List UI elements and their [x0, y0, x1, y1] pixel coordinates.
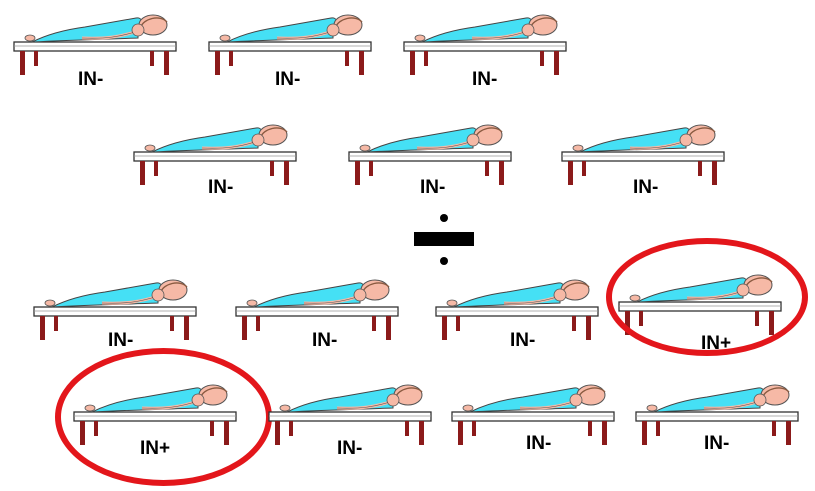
bed-label: IN- [108, 330, 133, 352]
highlight-ellipse [55, 348, 272, 486]
bed-label: IN- [78, 69, 103, 91]
patient-bed: IN- [345, 115, 515, 210]
bed-label: IN- [510, 330, 535, 352]
bed-label: IN- [704, 433, 729, 455]
patient-bed: IN- [10, 5, 180, 100]
highlight-ellipse [606, 238, 808, 356]
patient-bed: IN- [632, 375, 802, 470]
bed-label: IN- [208, 177, 233, 199]
bed-label: IN- [526, 433, 551, 455]
patient-bed: IN- [432, 270, 602, 365]
bed-label: IN- [337, 438, 362, 460]
division-sign-icon [414, 210, 474, 270]
patient-bed: IN- [232, 270, 402, 365]
bed-label: IN- [472, 69, 497, 91]
patient-bed: IN- [205, 5, 375, 100]
bed-label: IN- [420, 177, 445, 199]
patient-bed: IN- [400, 5, 570, 100]
patient-bed: IN- [558, 115, 728, 210]
patient-bed: IN- [448, 375, 618, 470]
bed-label: IN- [312, 330, 337, 352]
patient-bed: IN- [130, 115, 300, 210]
patient-bed: IN- [265, 375, 435, 470]
bed-label: IN- [275, 69, 300, 91]
bed-label: IN- [633, 177, 658, 199]
